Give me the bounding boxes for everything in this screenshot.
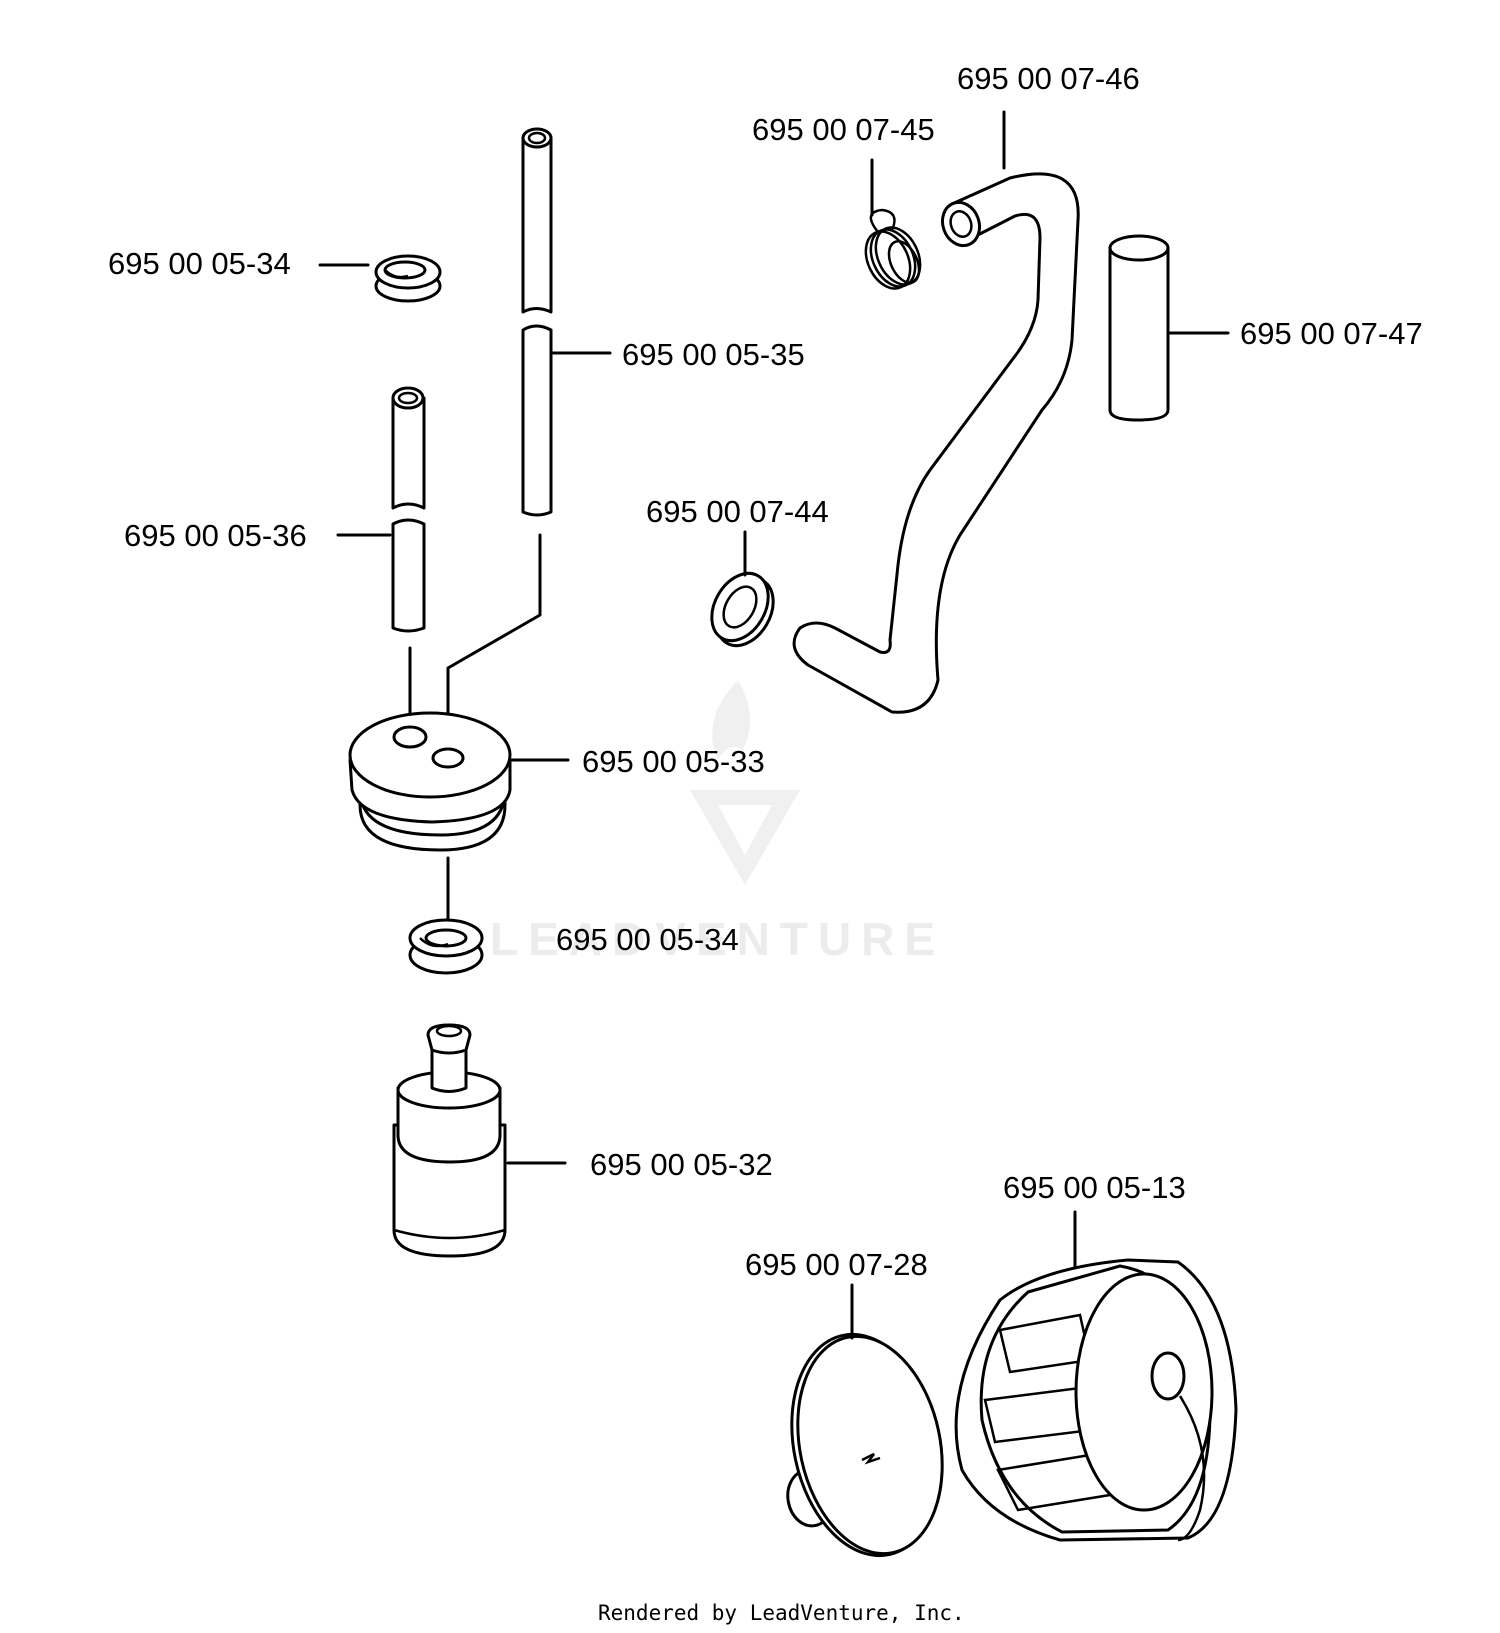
label-cap: 695 00 05-13 — [1003, 1170, 1186, 1205]
label-clip: 695 00 07-44 — [646, 494, 829, 529]
hose-part — [792, 172, 1080, 714]
label-seal-bottom: 695 00 05-34 — [556, 922, 739, 957]
valve-part — [786, 1332, 944, 1558]
grommet-part — [348, 711, 512, 852]
seal-bottom-part — [408, 918, 484, 975]
pipe-short-part — [391, 386, 426, 633]
watermark-text: LEADVENTURE — [490, 913, 945, 965]
label-filter: 695 00 05-32 — [590, 1147, 773, 1182]
watermark: LEADVENTURE — [490, 680, 945, 965]
filter-part — [392, 1023, 507, 1258]
watermark-v-icon — [690, 790, 800, 885]
label-seal-top: 695 00 05-34 — [108, 246, 291, 281]
clip-part — [710, 571, 775, 648]
footer-text: Rendered by LeadVenture, Inc. — [598, 1601, 965, 1625]
label-grommet: 695 00 05-33 — [582, 744, 765, 779]
label-pipe-long: 695 00 05-35 — [622, 337, 805, 372]
cap-part — [954, 1258, 1238, 1542]
label-spring: 695 00 07-45 — [752, 112, 935, 147]
pipe-long-part — [521, 127, 553, 517]
label-valve: 695 00 07-28 — [745, 1247, 928, 1282]
seal-top-part — [374, 254, 442, 303]
label-pipe-short: 695 00 05-36 — [124, 518, 307, 553]
watermark-flame-icon — [712, 680, 751, 760]
assembly-line-long-pipe — [446, 533, 542, 757]
spring-part — [864, 208, 922, 290]
sleeve-part — [1108, 234, 1170, 422]
label-hose: 695 00 07-46 — [957, 61, 1140, 96]
label-sleeve: 695 00 07-47 — [1240, 316, 1423, 351]
